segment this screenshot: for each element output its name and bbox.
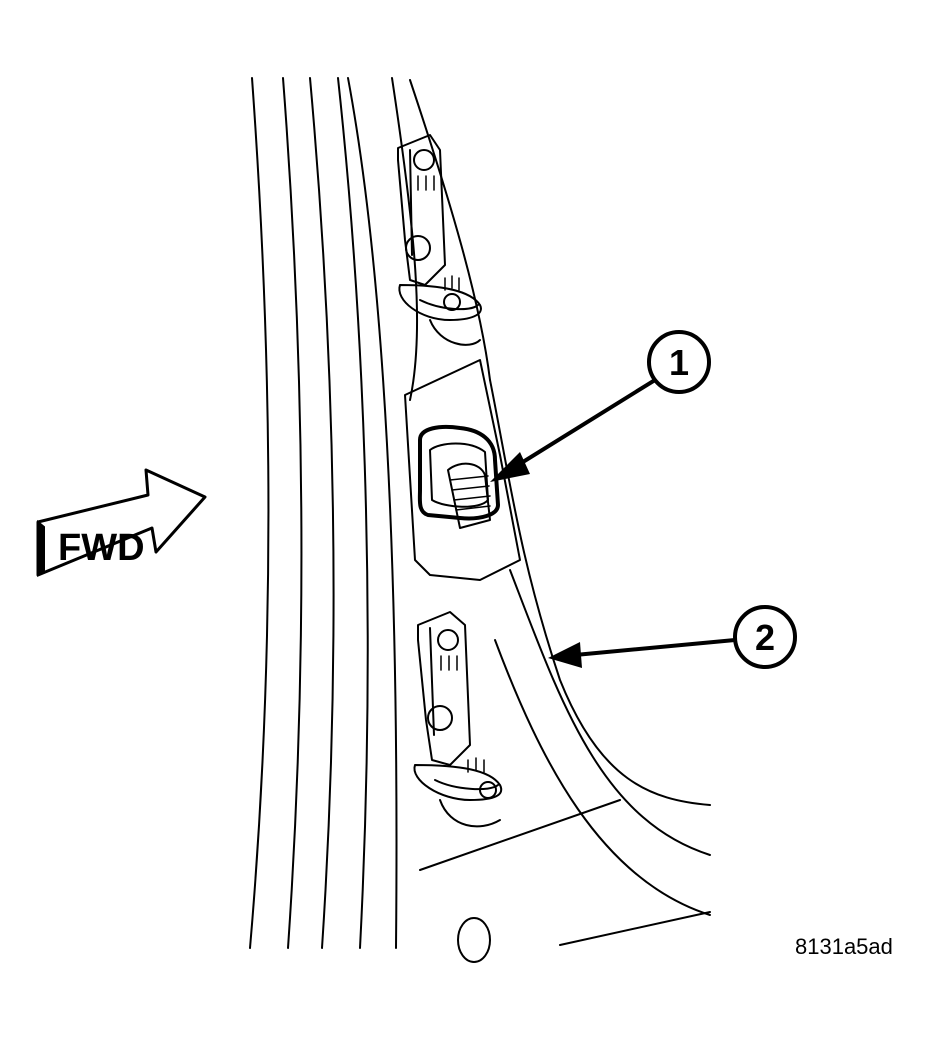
callout-1-arrowhead [490, 452, 530, 482]
callout-2: 2 [548, 605, 797, 669]
callout-1-label: 1 [669, 342, 689, 383]
callout-1: 1 [490, 330, 711, 482]
access-hole [457, 917, 491, 963]
pillar-outline [249, 77, 419, 949]
fwd-label: FWD [58, 527, 145, 569]
callout-2-circle [733, 605, 797, 669]
grommet-housing [404, 359, 521, 581]
callout-2-label: 2 [755, 617, 775, 658]
upper-hinge-bracket [397, 134, 482, 346]
fwd-arrow: FWD [36, 468, 207, 578]
callout-2-leader [573, 638, 737, 657]
trim-panel-outline [409, 79, 711, 946]
callout-2-arrowhead [548, 642, 582, 668]
callout-1-circle [647, 330, 711, 394]
figure-id: 8131a5ad [795, 934, 893, 959]
callout-1-leader [508, 378, 657, 472]
lower-hinge-bracket [413, 611, 503, 828]
